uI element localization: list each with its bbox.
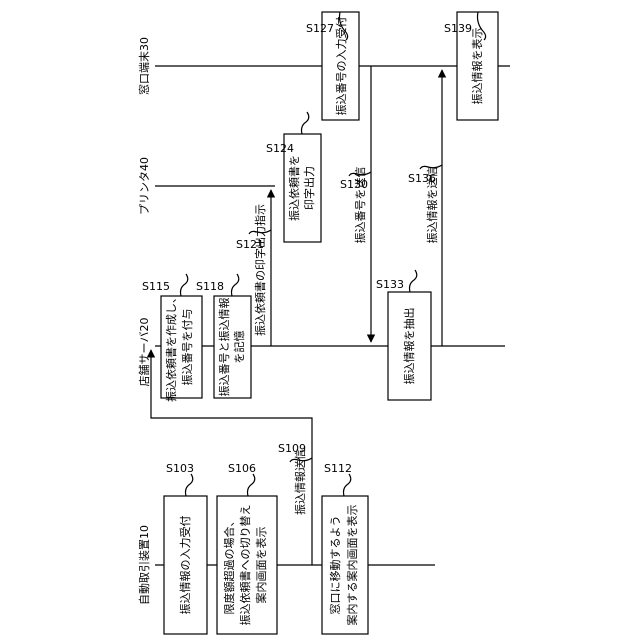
- box-s115-line-2: 振込番号を付与: [180, 309, 194, 386]
- step-id-s109: S109: [278, 442, 306, 455]
- lane-label-terminal: 窓口端末30: [137, 37, 151, 95]
- box-s124-line-1: 振込依頼書を: [287, 155, 301, 221]
- box-s139-line-1: 振込情報を表示: [470, 28, 484, 105]
- box-s118-line-2: を記憶: [232, 331, 246, 364]
- box-s112-line-1: 窓口に移動するよう: [328, 516, 342, 615]
- box-s115-line-1: 振込依頼書を作成し、: [164, 292, 178, 402]
- step-id-s133: S133: [376, 278, 404, 291]
- label-s121-text: 振込依頼書の印字出力指示: [253, 204, 267, 336]
- box-s112-line-2: 案内する案内画面を表示: [345, 505, 359, 626]
- box-s118-line-1: 振込番号と振込情報: [217, 298, 231, 397]
- box-s106-line-1: 限度額超過の場合、: [222, 516, 236, 615]
- box-s115: 振込依頼書を作成し、 振込番号を付与: [161, 292, 202, 402]
- step-label-s133: S133: [376, 270, 417, 292]
- lane-label-atm: 自動取引装置10: [137, 525, 151, 605]
- step-id-s103: S103: [166, 462, 194, 475]
- step-id-s112: S112: [324, 462, 352, 475]
- box-s112: 窓口に移動するよう 案内する案内画面を表示: [322, 496, 368, 634]
- box-s133: 振込情報を抽出: [388, 292, 431, 400]
- step-id-s106: S106: [228, 462, 256, 475]
- step-label-s115: S115: [142, 274, 188, 296]
- step-label-s106: S106: [228, 462, 256, 496]
- step-id-s136: S136: [408, 172, 436, 185]
- step-id-s121: S121: [236, 238, 264, 251]
- step-label-s118: S118: [196, 274, 239, 296]
- box-s103: 振込情報の入力受付: [164, 496, 207, 634]
- step-label-s103: S103: [166, 462, 194, 496]
- step-id-s124: S124: [266, 142, 294, 155]
- box-s103-line-1: 振込情報の入力受付: [178, 516, 192, 615]
- box-s106: 限度額超過の場合、 振込依頼書への切り替え 案内画面を表示: [217, 496, 277, 634]
- step-id-s130: S130: [340, 178, 368, 191]
- box-s124-line-2: 印字出力: [302, 166, 316, 210]
- box-s106-line-2: 振込依頼書への切り替え: [238, 505, 252, 626]
- box-s118: 振込番号と振込情報 を記憶: [214, 296, 251, 398]
- box-s106-line-3: 案内画面を表示: [254, 527, 268, 604]
- step-id-s127: S127: [306, 22, 334, 35]
- step-label-s112: S112: [324, 462, 352, 496]
- lane-label-server: 店舗サーバ20: [137, 318, 151, 387]
- step-id-s118: S118: [196, 280, 224, 293]
- step-id-s139: S139: [444, 22, 472, 35]
- step-id-s115: S115: [142, 280, 170, 293]
- lane-label-printer: プリンタ40: [138, 157, 151, 215]
- box-s133-line-1: 振込情報を抽出: [402, 308, 416, 385]
